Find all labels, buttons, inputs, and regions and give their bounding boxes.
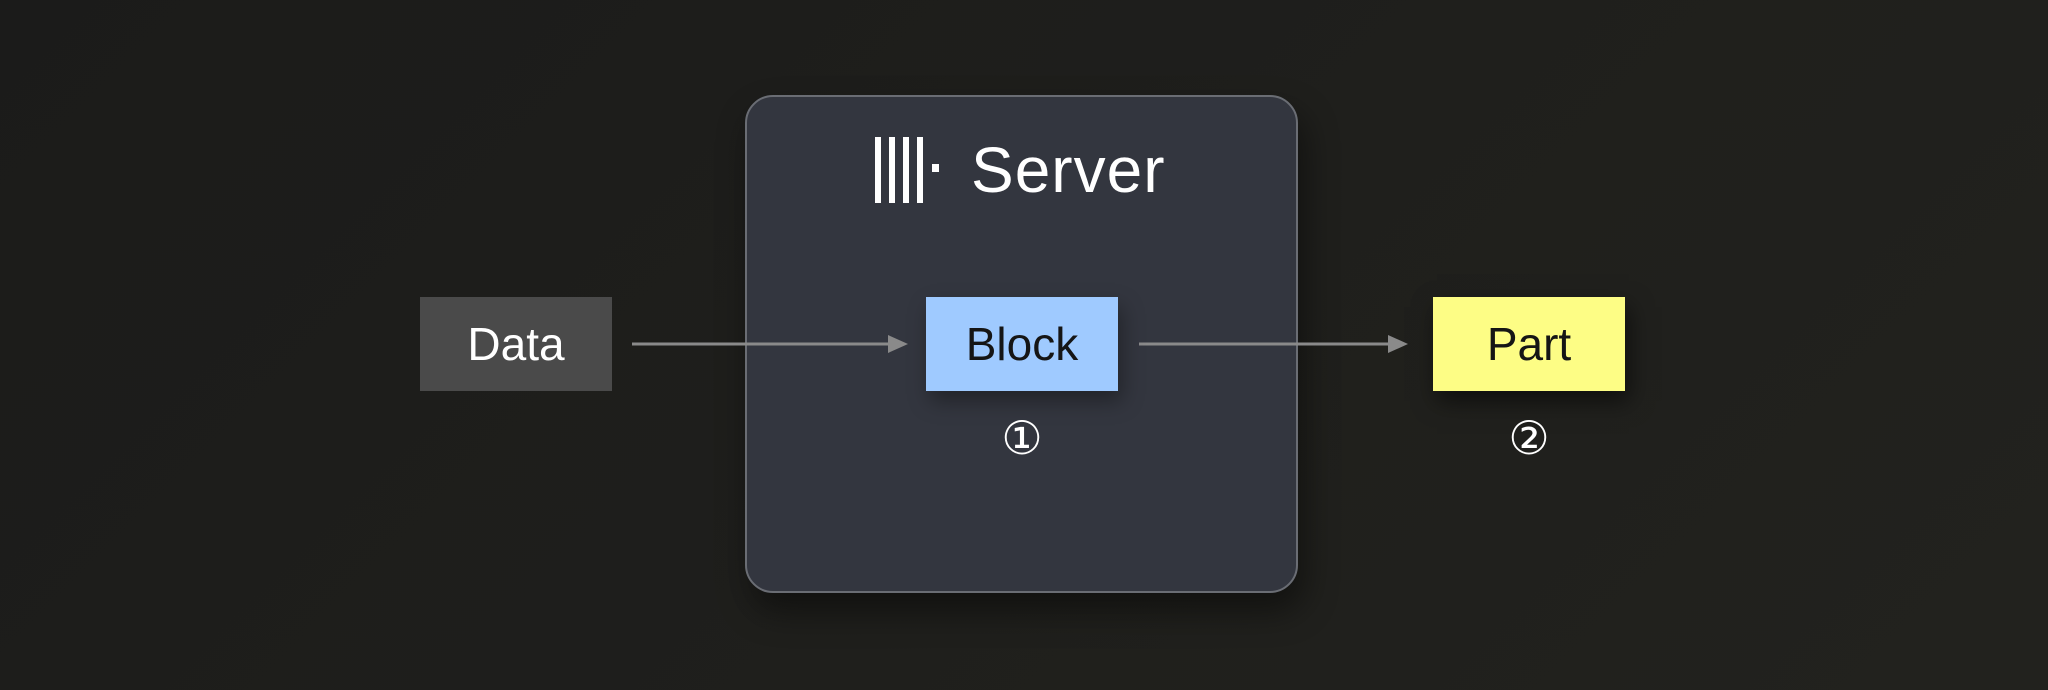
arrowhead-data-to-block: [888, 335, 908, 353]
part-node: Part: [1433, 297, 1625, 391]
part-node-label: Part: [1486, 318, 1572, 370]
server-header: Server: [875, 135, 1166, 205]
step-marker-2: ②: [1508, 411, 1550, 465]
data-node-label: Data: [467, 318, 565, 370]
server-title: Server: [971, 134, 1166, 206]
block-node: Block: [926, 297, 1118, 391]
block-node-label: Block: [965, 318, 1079, 370]
server-logo-icon: [875, 137, 939, 203]
step-marker-1: ①: [1001, 411, 1043, 465]
arrowhead-block-to-part: [1388, 335, 1408, 353]
data-node: Data: [420, 297, 612, 391]
